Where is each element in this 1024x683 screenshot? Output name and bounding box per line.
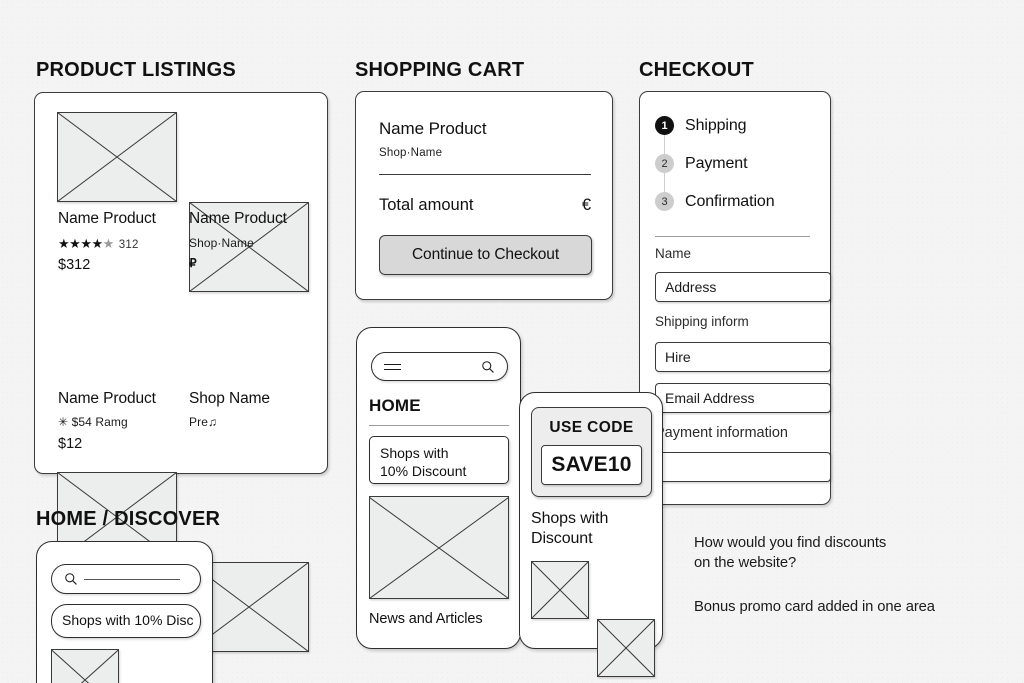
continue-to-checkout-button[interactable]: Continue to Checkout: [379, 235, 592, 275]
product-shop-name: Shop·Name: [189, 236, 254, 250]
promo-code-box: USE CODE SAVE10: [531, 407, 652, 497]
promo-code-value[interactable]: SAVE10: [541, 445, 642, 485]
annotation-question: How would you find discounts on the webs…: [694, 533, 886, 574]
checkout-steps: 1 Shipping 2 Payment 3 Confirmation: [655, 116, 825, 216]
annotation-bonus: Bonus promo card added in one area: [694, 597, 935, 617]
field-label-shipping: Shipping inform: [655, 314, 749, 329]
step-number-badge: 2: [655, 154, 674, 173]
star-icon: ★: [91, 236, 103, 251]
product-listings-title: PRODUCT LISTINGS: [36, 59, 236, 81]
star-icon: ★: [80, 236, 92, 251]
search-input[interactable]: [51, 564, 201, 594]
search-placeholder-line: [84, 578, 180, 580]
product-name: Name Product: [58, 210, 156, 227]
news-caption: News and Articles: [369, 611, 483, 627]
field-label-name: Name: [655, 246, 692, 261]
annotation-bonus-line1: Bonus promo card added in one area: [694, 599, 935, 615]
step-number-badge: 3: [655, 192, 674, 211]
shopping-cart-title: SHOPPING CART: [355, 59, 525, 81]
checkout-card: 1 Shipping 2 Payment 3 Confirmation Name…: [639, 91, 831, 505]
hamburger-icon[interactable]: [384, 360, 401, 374]
home-discount-card[interactable]: Shops with 10% Discount: [369, 436, 509, 484]
step-label: Payment: [685, 154, 748, 172]
discover-image-placeholder: [51, 649, 119, 683]
promo-heading-line1: Shops with: [531, 510, 609, 527]
promo-image-placeholder: [531, 561, 589, 619]
home-discount-line1: Shops with: [380, 445, 449, 461]
star-icon: ★: [69, 236, 81, 251]
home-discover-phone: Shops with 10% Disc: [36, 541, 213, 683]
promo-heading-line2: Discount: [531, 529, 593, 547]
annotation-question-line2: on the website?: [694, 555, 797, 572]
cart-product-name: Name Product: [379, 119, 487, 138]
product-name: Name Product: [58, 390, 156, 407]
star-icon: ★: [102, 236, 115, 251]
cart-divider: [379, 174, 591, 175]
product-subtext: ✳ $54 Ramg: [58, 415, 128, 429]
payment-input[interactable]: [655, 452, 831, 482]
field-label-payment: Payment information: [655, 425, 788, 441]
checkout-divider: [655, 236, 810, 237]
product-price: $312: [58, 257, 91, 273]
product-shop-title: Shop Name: [189, 390, 270, 407]
product-listings-card: Name Product ★★★★★312 $312 Name Product …: [34, 92, 328, 652]
home-heading: HOME: [369, 396, 421, 415]
product-subtext: Pre♫: [189, 415, 218, 429]
cart-shop-name: Shop·Name: [379, 147, 443, 159]
annotation-question-line1: How would you find discounts: [694, 535, 887, 551]
home-mobile-phone: HOME Shops with 10% Discount News and Ar…: [356, 327, 521, 649]
home-discover-title: HOME / DISCOVER: [36, 508, 221, 530]
use-code-label: USE CODE: [549, 419, 634, 436]
checkout-step-payment[interactable]: 2 Payment: [655, 154, 748, 173]
step-label: Confirmation: [685, 192, 775, 210]
rating-count: 312: [118, 239, 139, 251]
discount-promo-chip[interactable]: Shops with 10% Disc: [51, 604, 201, 638]
product-image-placeholder: [57, 112, 177, 202]
shipping-input[interactable]: Hire: [655, 342, 831, 372]
address-input[interactable]: Address: [655, 272, 831, 302]
cart-total-currency: €: [581, 196, 591, 214]
mobile-search-bar[interactable]: [371, 352, 508, 381]
home-discount-line2: 10% Discount: [380, 462, 467, 479]
email-address-input[interactable]: Email Address: [655, 383, 831, 413]
promo-overlay-card: USE CODE SAVE10 Shops with Discount: [519, 392, 663, 677]
checkout-step-shipping[interactable]: 1 Shipping: [655, 116, 747, 135]
cart-total-row: Total amount €: [379, 196, 591, 215]
promo-image-placeholder: [597, 619, 655, 677]
search-icon[interactable]: [481, 360, 495, 374]
rating-stars: ★★★★★312: [58, 237, 139, 252]
checkout-step-confirmation[interactable]: 3 Confirmation: [655, 192, 775, 211]
home-divider: [369, 425, 509, 426]
product-image-placeholder: [189, 202, 309, 292]
product-price: $12: [58, 436, 83, 452]
product-currency: ₽: [189, 256, 197, 270]
cart-total-label: Total amount: [379, 196, 474, 214]
shopping-cart-card: Name Product Shop·Name Total amount € Co…: [355, 91, 613, 300]
news-image-placeholder: [369, 496, 509, 599]
step-number-badge: 1: [655, 116, 674, 135]
star-icon: ★: [58, 236, 70, 251]
checkout-title: CHECKOUT: [639, 59, 754, 81]
step-label: Shipping: [685, 116, 747, 134]
product-name: Name Product: [189, 210, 287, 227]
search-icon: [64, 572, 78, 586]
promo-heading: Shops with Discount: [531, 509, 656, 548]
